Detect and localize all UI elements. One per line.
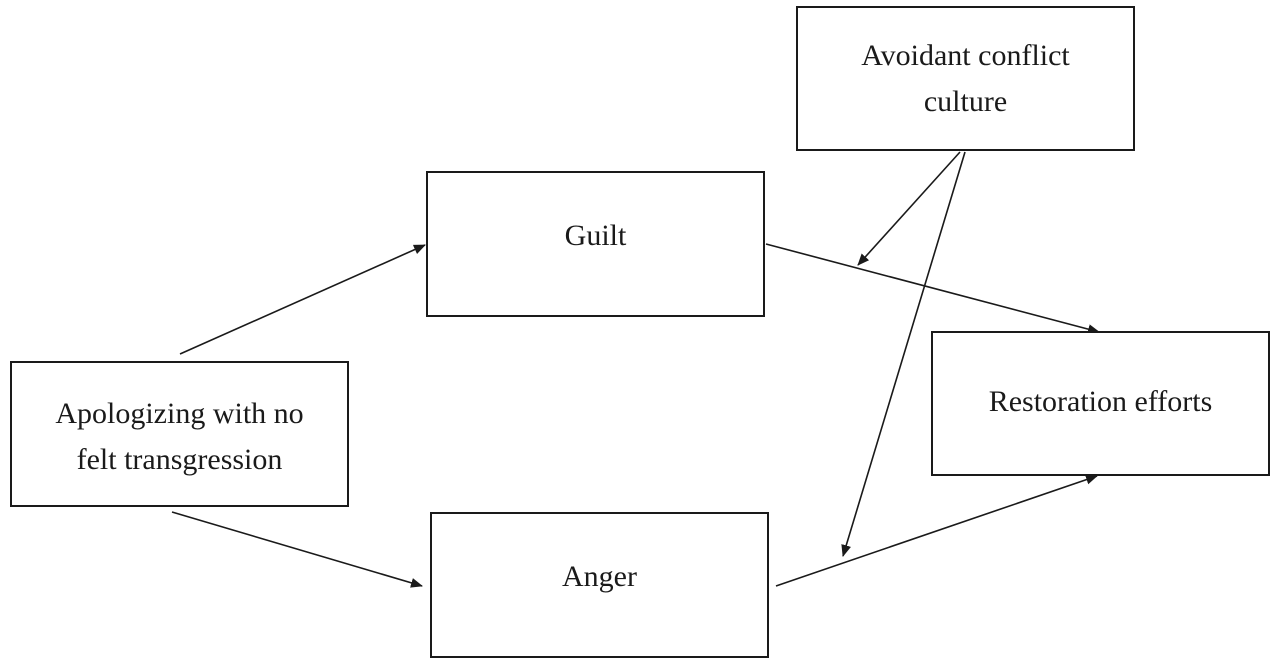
node-restoration-efforts: Restoration efforts [931,331,1270,476]
node-guilt: Guilt [426,171,765,317]
arrow-moderator-to-guilt-path [857,151,961,266]
node-label-line: felt transgression [76,443,283,476]
node-label-line: culture [923,84,1008,118]
node-label-line: Apologizing with no [55,397,304,430]
arrow-moderator-to-anger-path [841,151,966,557]
arrow-predictor-to-anger [171,511,423,588]
node-label-line: Restoration efforts [988,384,1213,418]
arrow-anger-to-restoration [775,474,1098,587]
arrow-predictor-to-guilt [179,244,426,355]
arrow-guilt-to-restoration [765,243,1100,335]
node-apologizing-no-transgression: Apologizing with no felt transgression [10,361,349,507]
node-avoidant-conflict-culture: Avoidant conflict culture [796,6,1135,151]
node-label-line: Anger [562,560,637,593]
node-anger: Anger [430,512,769,658]
node-label-line: Guilt [564,219,627,252]
node-label-line: Avoidant conflict [861,38,1070,72]
